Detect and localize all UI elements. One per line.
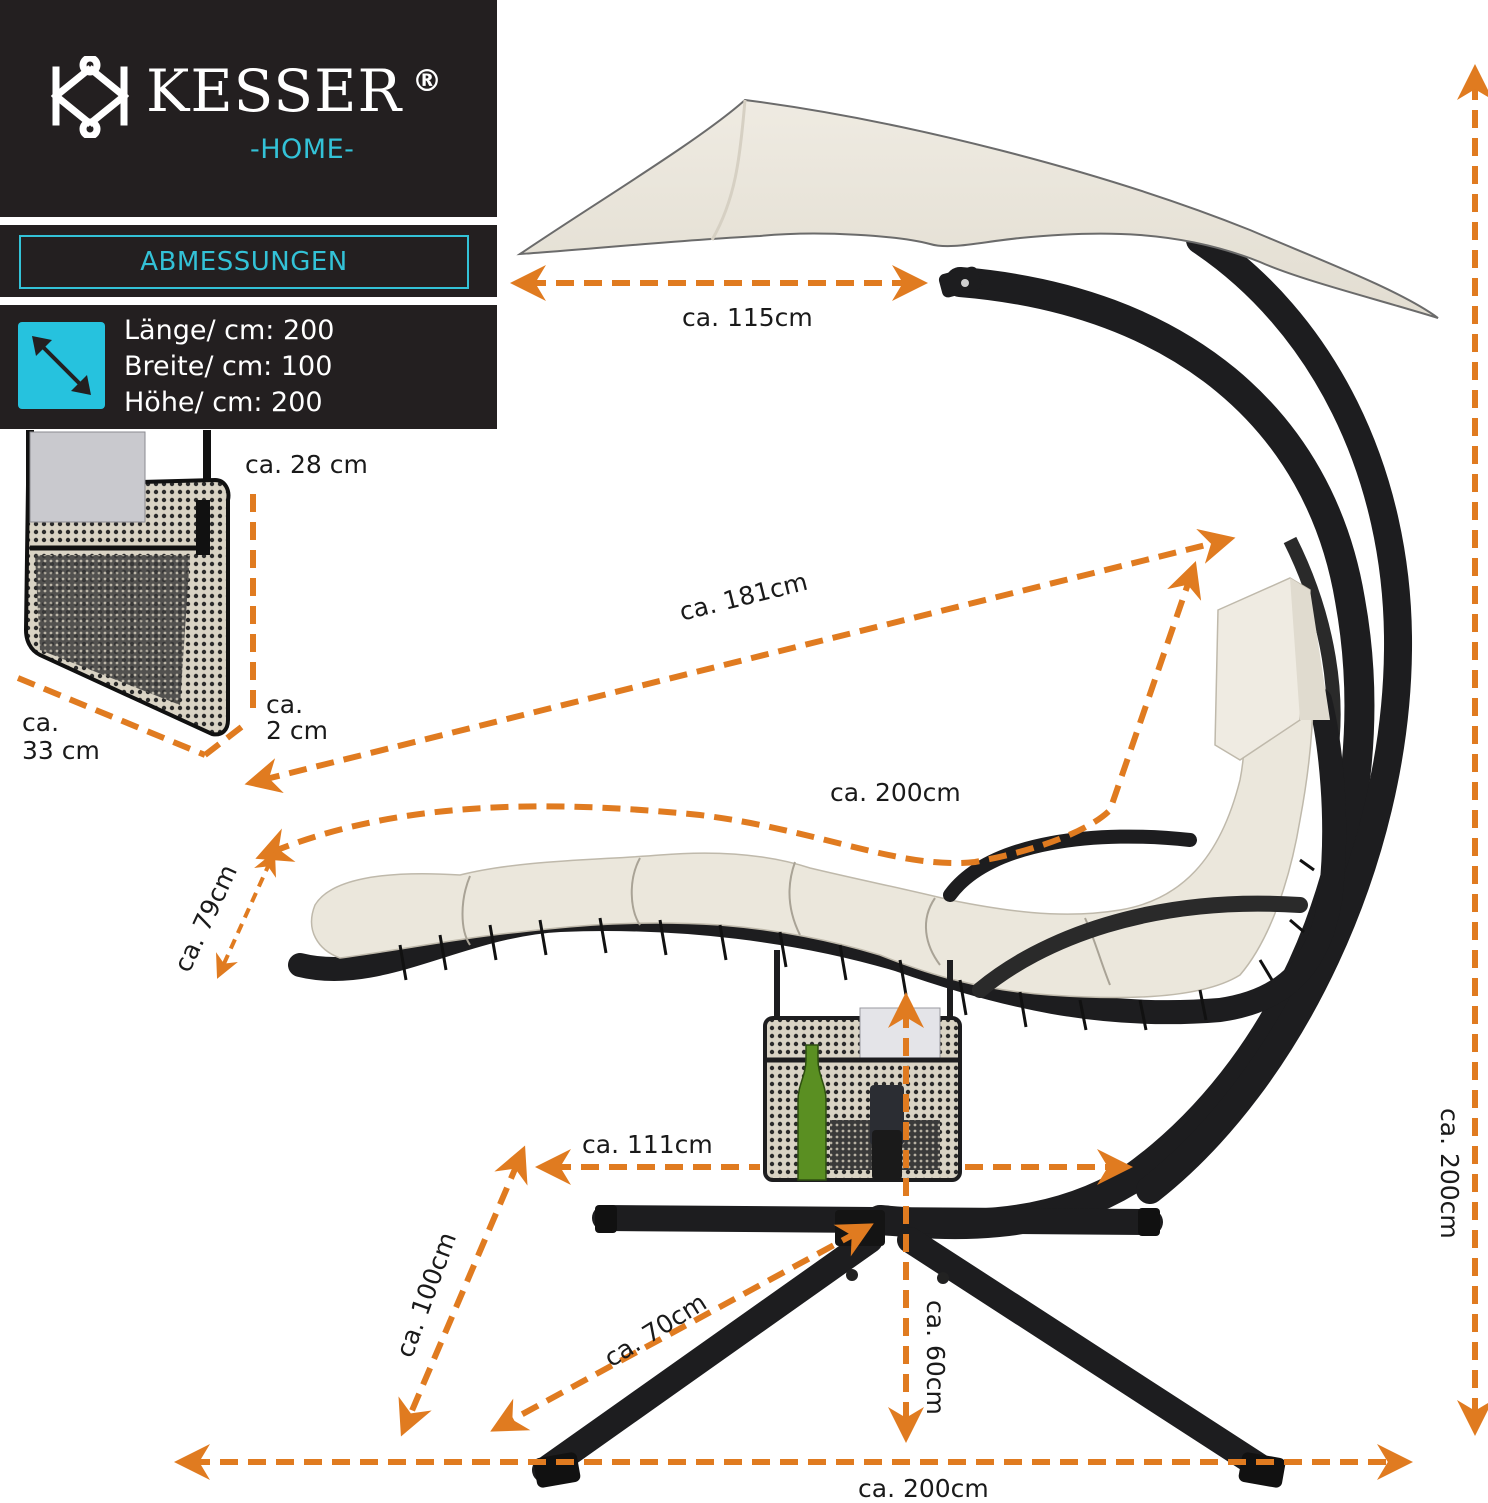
reach-width-label: ca. 111cm xyxy=(582,1130,713,1159)
brand-header: KESSER ® -HOME- xyxy=(0,0,497,217)
side-pocket xyxy=(763,950,962,1182)
registered-mark: ® xyxy=(412,64,442,99)
pocket-width-label-line1: ca. xyxy=(22,708,60,737)
canopy-width-label: ca. 115cm xyxy=(682,303,813,332)
brand-name: KESSER xyxy=(146,57,403,125)
spec-title-panel: ABMESSUNGEN xyxy=(0,225,497,297)
spec-dimensions-panel: Länge/ cm: 200 Breite/ cm: 100 Höhe/ cm:… xyxy=(0,305,497,429)
canopy xyxy=(516,98,1439,319)
spec-length: Länge/ cm: 200 xyxy=(124,315,335,346)
seat-length-label: ca. 200cm xyxy=(830,778,961,807)
seat-height-label: ca. 60cm xyxy=(921,1300,950,1415)
spec-width: Breite/ cm: 100 xyxy=(124,351,333,382)
pocket-detail-image xyxy=(23,430,231,737)
pocket-width-label-line2: 33 cm xyxy=(22,736,100,765)
spec-lines: Länge/ cm: 200 Breite/ cm: 100 Höhe/ cm:… xyxy=(124,313,335,421)
diagonal-resize-arrow-icon xyxy=(18,322,105,409)
total-width-label: ca. 200cm xyxy=(858,1474,989,1503)
total-height-label: ca. 200cm xyxy=(1435,1108,1464,1239)
pocket-depth-label-line2: 2 cm xyxy=(266,716,328,745)
pocket-depth-label-line1: ca. xyxy=(266,690,304,719)
spec-height: Höhe/ cm: 200 xyxy=(124,387,323,418)
lounger-seat xyxy=(288,577,1347,1031)
kesser-monogram-icon xyxy=(51,56,129,138)
pocket-height-label: ca. 28 cm xyxy=(245,450,368,479)
brand-subline: -HOME- xyxy=(250,134,355,165)
dimension-lines xyxy=(16,64,1488,1480)
spec-title-box: ABMESSUNGEN xyxy=(19,235,469,289)
spec-title: ABMESSUNGEN xyxy=(140,247,348,277)
